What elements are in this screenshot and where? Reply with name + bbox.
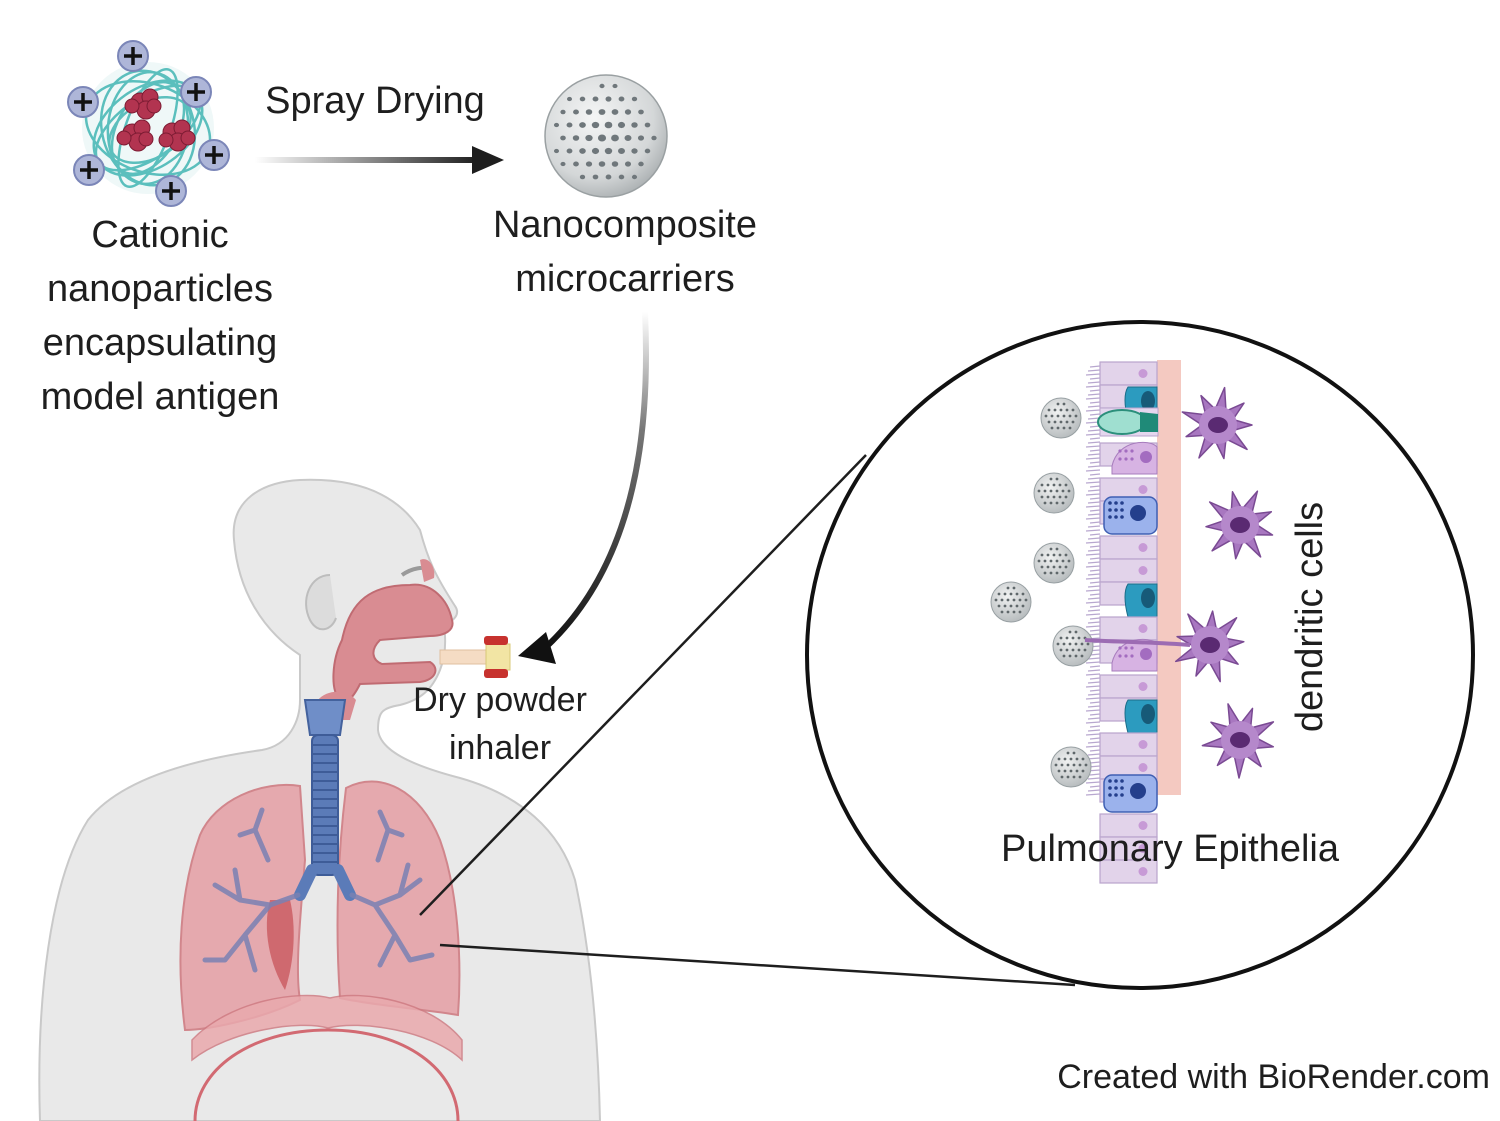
- label-line: Cationic: [91, 214, 229, 256]
- nanocomposite-microcarrier-icon: [1033, 542, 1075, 584]
- magnified-epithelium-lens: [805, 320, 1475, 990]
- nanocomposite-microcarrier-icon: [990, 581, 1032, 623]
- human-torso-respiratory-icon: [38, 478, 602, 1121]
- epithelial-cell: [1099, 732, 1158, 757]
- dendritic-cell-icon: [1201, 703, 1275, 779]
- plus-charge-icon: [67, 40, 230, 207]
- epithelial-cell: [1099, 558, 1158, 583]
- dry-powder-inhaler-icon: [439, 636, 511, 678]
- label-line: Dry powder: [413, 681, 587, 719]
- epithelial-cell: [1099, 361, 1158, 386]
- label-line: nanoparticles: [46, 268, 274, 310]
- epithelial-cell: [1099, 581, 1158, 618]
- nanocomposite-microcarrier-icon: [544, 74, 668, 198]
- dendritic-cells-label: dendritic cells: [1289, 501, 1331, 733]
- epithelial-cell: [1099, 836, 1158, 861]
- epithelial-cell: [1099, 755, 1158, 780]
- epithelial-cell: [1099, 616, 1158, 641]
- nanocomposite-microcarrier-icon: [1052, 625, 1094, 667]
- nanocomposite-microcarrier-icon: [1033, 472, 1075, 514]
- spray-drying-arrow: [255, 146, 504, 174]
- epithelial-cell: [1099, 859, 1158, 884]
- nanocomposite-microcarrier-icon: [1050, 746, 1092, 788]
- nanocomposite-microcarrier-icon: [1040, 397, 1082, 439]
- epithelial-cell: [1099, 535, 1158, 560]
- zoom-lines: [419, 454, 1076, 987]
- label-line: microcarriers: [515, 258, 735, 300]
- label-line: encapsulating: [42, 322, 278, 364]
- cationic-nanoparticle-icon: [67, 40, 230, 207]
- goblet-cell-icon: [1097, 407, 1159, 437]
- label-line: model antigen: [40, 376, 280, 418]
- trachea-icon: [294, 699, 356, 901]
- spray-drying-label: Spray Drying: [265, 80, 485, 122]
- dendritic-cell-icon: [1181, 386, 1253, 460]
- dendritic-cell-icon: [1174, 610, 1245, 683]
- dry-powder-inhaler-label: Dry powder inhaler: [385, 676, 615, 772]
- dendritic-cell-icon: [1205, 490, 1274, 560]
- label-line: Nanocomposite: [492, 204, 758, 246]
- epithelial-cell: [1099, 774, 1158, 813]
- antigen-cluster-icon: [116, 88, 196, 152]
- pulmonary-epithelia-label: Pulmonary Epithelia: [1001, 828, 1339, 870]
- epithelial-cell: [1099, 674, 1158, 699]
- epithelial-cell: [1099, 496, 1158, 535]
- delivery-arrow: [518, 311, 650, 664]
- epithelial-cell: [1099, 441, 1158, 475]
- credit-text: Created with BioRender.com: [1057, 1058, 1490, 1096]
- label-line: inhaler: [448, 729, 552, 767]
- epithelial-cell: [1099, 638, 1158, 672]
- cationic-nanoparticles-label: Cationic nanoparticles encapsulating mod…: [10, 208, 310, 424]
- nanocomposite-microcarriers-label: Nanocomposite microcarriers: [455, 198, 795, 306]
- epithelial-cell: [1099, 697, 1158, 734]
